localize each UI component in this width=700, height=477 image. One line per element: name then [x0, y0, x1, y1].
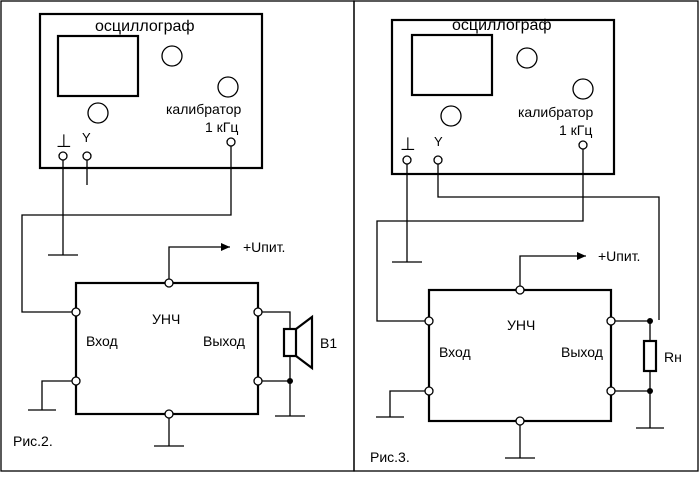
ground-terminal-symbol: ⊥: [400, 134, 416, 154]
load-label: Rн: [664, 349, 682, 365]
amplifier-input-label: Вход: [439, 344, 471, 360]
load-ground: [636, 391, 664, 429]
y-input-terminal: [82, 151, 92, 161]
speaker-magnet: [282, 327, 298, 358]
calibrator-signal-wire: [21, 146, 232, 313]
amp-input-ground-node: [71, 376, 81, 386]
amplifier-output-label: Выход: [203, 333, 245, 349]
ground-terminal: [402, 155, 412, 165]
speaker-ground: [275, 381, 305, 417]
supply-arrow: [221, 243, 230, 251]
y-input-label: Y: [82, 130, 91, 145]
calibrator-frequency: 1 кГц: [205, 119, 238, 135]
oscilloscope-screen: [410, 33, 494, 97]
amp-output-node: [253, 307, 263, 317]
oscilloscope-title: осциллограф: [452, 17, 552, 34]
oscilloscope-screen: [56, 34, 140, 98]
supply-wire: [168, 246, 230, 279]
supply-arrow: [577, 252, 586, 260]
amp-input-node: [71, 307, 81, 317]
supply-label: +Uпит.: [598, 248, 640, 264]
amp-input-node: [424, 316, 434, 326]
y-input-label: Y: [434, 134, 443, 149]
y-input-terminal: [433, 155, 443, 165]
amp-ground-node: [164, 409, 174, 419]
oscilloscope-knob-bottom: [440, 105, 462, 127]
figure-2-caption: Рис.2.: [13, 433, 53, 449]
amp-supply-node: [164, 278, 174, 288]
figure-2-frame: [0, 0, 355, 472]
calibrator-frequency: 1 кГц: [559, 122, 592, 138]
oscilloscope-knob-right: [572, 78, 594, 100]
calibrator-signal-wire: [376, 149, 584, 322]
amplifier-input-label: Вход: [86, 333, 118, 349]
speaker-wire-top: [262, 311, 291, 329]
amp-supply-node: [515, 285, 525, 295]
amp-output-node: [606, 316, 616, 326]
figure-3: осциллограф калибратор 1 кГц ⊥ Y УНЧ Вхо…: [353, 0, 699, 472]
calibrator-label: калибратор: [518, 104, 594, 120]
ground-terminal: [58, 151, 68, 161]
input-ground-wire: [41, 380, 72, 410]
supply-label: +Uпит.: [243, 239, 285, 255]
calibrator-label: калибратор: [166, 101, 242, 117]
load-junction-top: [647, 318, 653, 324]
calibrator-terminal: [226, 137, 236, 147]
amplifier-output-label: Выход: [561, 344, 603, 360]
y-input-wire: [437, 164, 660, 320]
oscilloscope-body: [390, 18, 616, 176]
oscilloscope-knob-bottom: [87, 102, 109, 124]
oscilloscope-body: [38, 12, 264, 170]
figure-3-caption: Рис.3.: [370, 449, 410, 465]
amp-input-ground-node: [424, 386, 434, 396]
oscilloscope-knob-top: [161, 45, 183, 67]
speaker-label: B1: [320, 335, 337, 351]
oscilloscope-knob-top: [516, 47, 538, 69]
supply-wire: [519, 255, 586, 286]
load-resistor: [642, 339, 658, 373]
speaker-cone: [295, 314, 314, 371]
oscilloscope-knob-right: [217, 76, 239, 98]
amp-output-ground-node: [253, 376, 263, 386]
oscilloscope-title: осциллограф: [95, 18, 195, 35]
ground-terminal-symbol: ⊥: [56, 131, 72, 151]
calibrator-terminal: [578, 140, 588, 150]
speaker-wire-bottom: [262, 356, 291, 382]
amplifier-label: УНЧ: [152, 311, 180, 327]
input-ground-wire: [389, 390, 425, 417]
figure-2: осциллограф калибратор 1 кГц ⊥ Y УНЧ Вхо…: [0, 0, 355, 472]
figure-3-frame: [353, 0, 699, 472]
amp-output-ground-node: [606, 386, 616, 396]
amplifier-label: УНЧ: [507, 317, 535, 333]
amp-ground-node: [515, 416, 525, 426]
